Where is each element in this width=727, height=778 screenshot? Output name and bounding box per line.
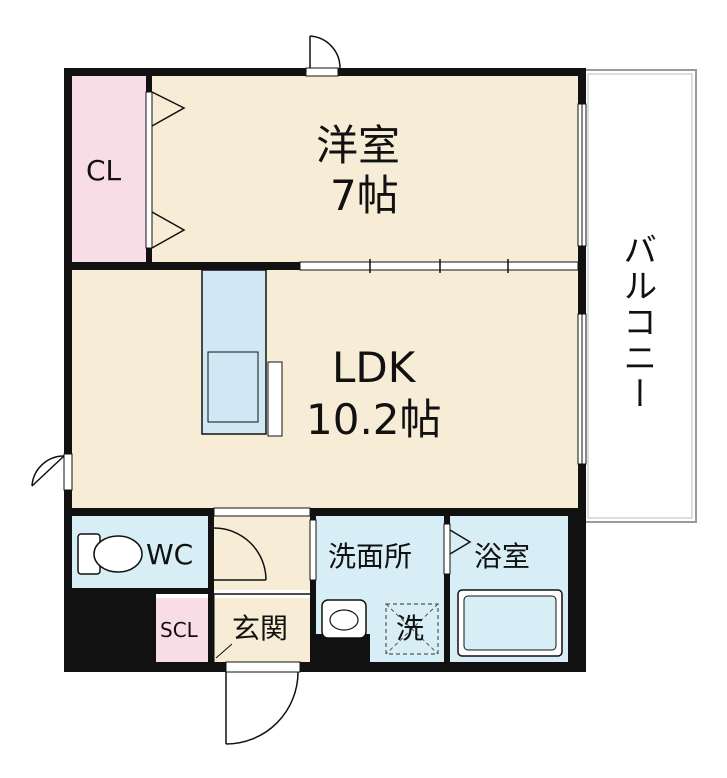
door-entrance (225, 671, 299, 745)
room-washroom-name: 洗面所 (328, 540, 413, 573)
room-hall-fill (214, 516, 310, 590)
laundry-space (385, 603, 439, 655)
bathtub (457, 589, 563, 657)
room-closet-fill (72, 76, 150, 264)
laundry-label: 洗 (396, 612, 425, 645)
room-ldk-size: 10.2帖 (306, 395, 442, 444)
room-ldk-name: LDK (332, 343, 416, 392)
toilet-fixture (77, 533, 143, 575)
room-entrance-name: 玄関 (232, 612, 289, 645)
room-western-size: 7帖 (330, 171, 399, 220)
room-western-name: 洋室 (316, 121, 401, 170)
closet-doors (145, 91, 186, 249)
room-closet-name: CL (86, 154, 122, 187)
wall-block (66, 592, 156, 670)
kitchen-counter (201, 269, 283, 437)
room-ldk-fill (72, 270, 580, 508)
wash-door (309, 519, 317, 581)
room-shoe-closet-fill (156, 598, 208, 662)
room-western-fill (152, 76, 580, 264)
door-toilet (213, 527, 267, 581)
room-toilet-name: WC (146, 538, 194, 571)
balcony-label: バルコニー (616, 232, 657, 412)
balcony-outline (583, 69, 697, 523)
room-bath-name: 浴室 (474, 540, 531, 573)
room-entrance-fill (214, 598, 310, 662)
door-top (309, 35, 341, 69)
bath-door (443, 523, 472, 575)
door-left (31, 455, 65, 487)
entrance-step (213, 593, 310, 662)
outer-wall-left (64, 68, 72, 672)
wash-basin (321, 599, 367, 639)
room-shoe-closet-name: SCL (160, 618, 198, 642)
